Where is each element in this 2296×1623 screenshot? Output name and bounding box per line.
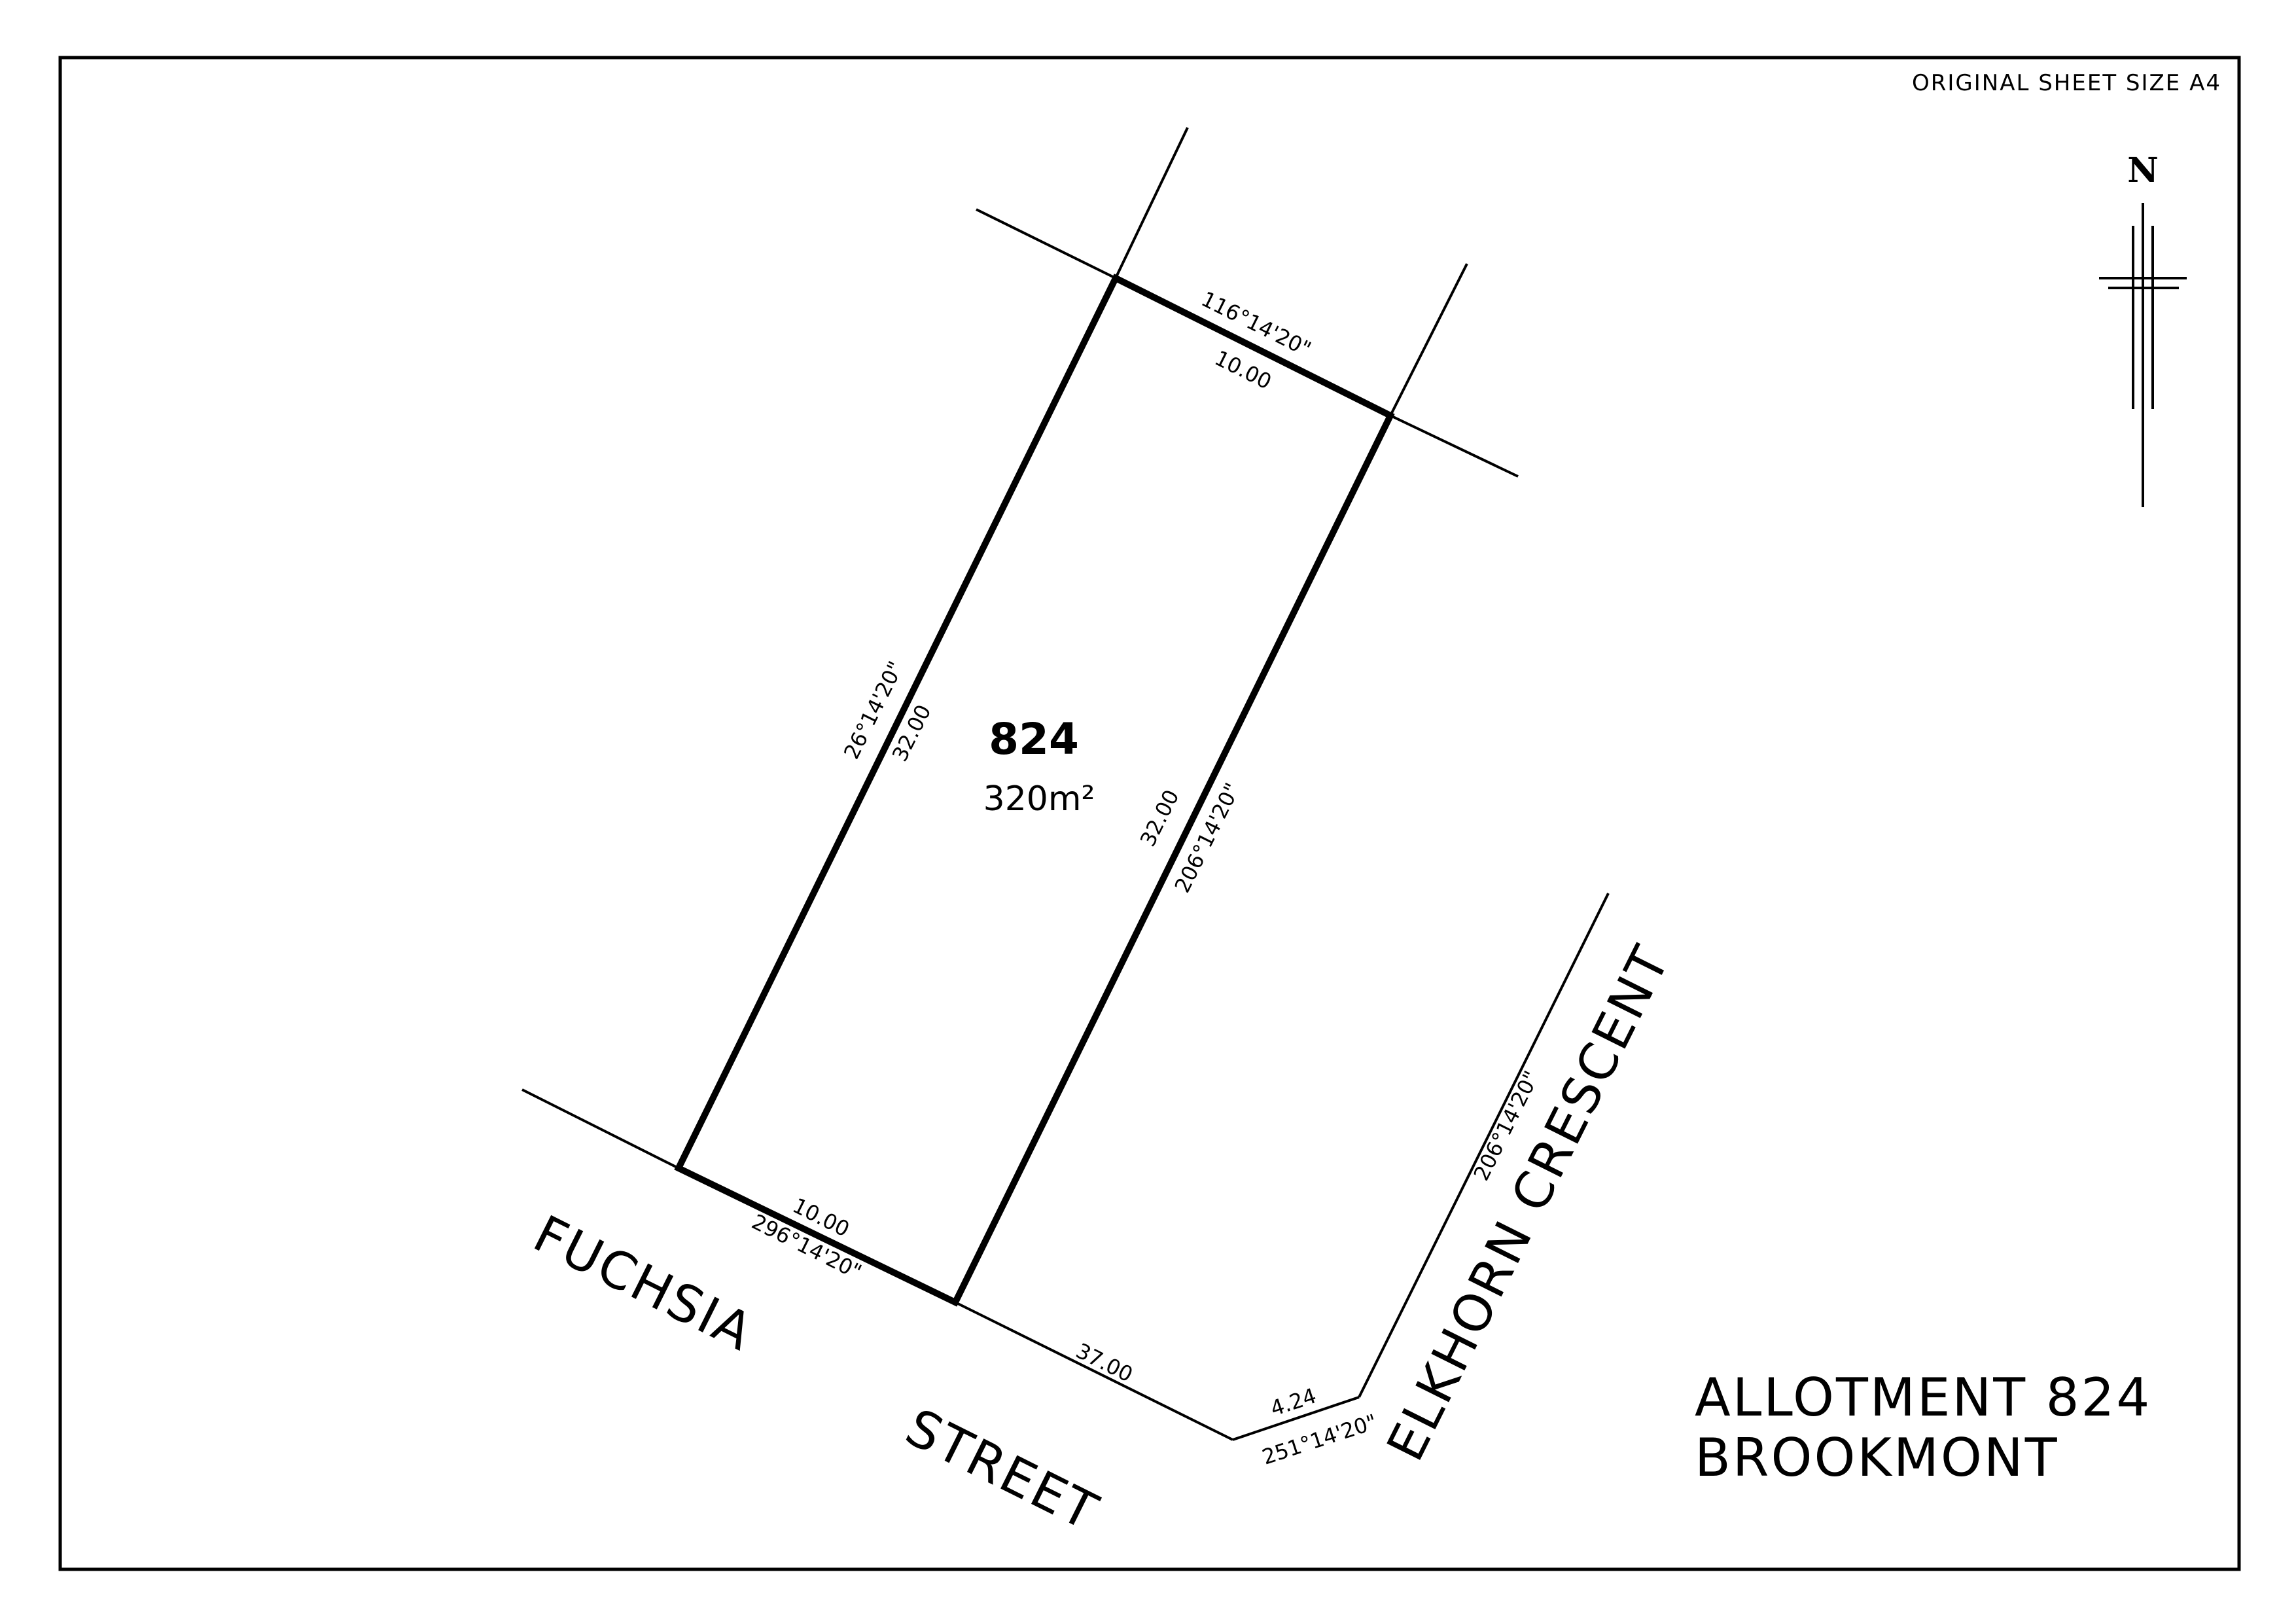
sheet-size-note: ORIGINAL SHEET SIZE A4 (1912, 70, 2221, 96)
plan-title-line1: ALLOTMENT 824 (1695, 1367, 2151, 1428)
street-label-elkhorn-crescent: ELKHORN CRESCENT (1376, 936, 1682, 1471)
allotment-824-boundary (674, 274, 1395, 1307)
allotment-number: 824 (989, 714, 1079, 764)
plan-title-line2: BROOKMONT (1695, 1427, 2059, 1488)
north-arrow-icon: N (2099, 151, 2187, 507)
corner-distance-label: 4.24 (1267, 1383, 1320, 1421)
allotment-area: 320m² (983, 779, 1095, 819)
north-label: N (2127, 151, 2159, 190)
sheet-border (58, 56, 2241, 1571)
frontage-distance-label: 37.00 (1072, 1338, 1137, 1387)
east-distance-label: 32.00 (1135, 786, 1184, 851)
adjoining-boundaries (521, 127, 1610, 1441)
street-label-fuchsia: FUCHSIA (525, 1205, 763, 1363)
street-label-street: STREET (896, 1398, 1108, 1543)
